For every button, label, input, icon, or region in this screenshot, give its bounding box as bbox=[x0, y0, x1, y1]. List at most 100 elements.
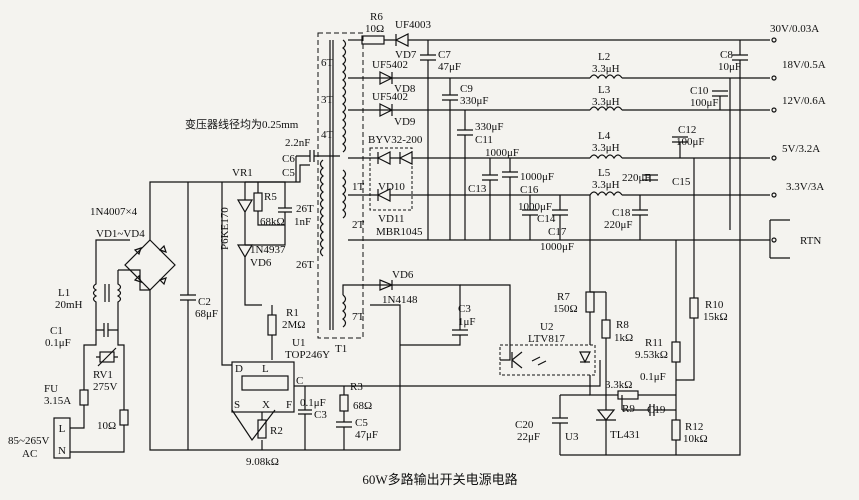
fu-value: 3.15A bbox=[44, 395, 71, 407]
resistor-r2 bbox=[257, 419, 267, 439]
u1-label: U1 bbox=[292, 337, 305, 349]
turns-1t: 1T bbox=[352, 181, 365, 193]
resistor-10ohm bbox=[119, 409, 129, 426]
c10-label: C10 bbox=[690, 85, 709, 97]
resistor-r7 bbox=[585, 291, 595, 313]
c17-label: C17 bbox=[548, 226, 567, 238]
fuse bbox=[79, 389, 89, 406]
turns-primary-1: 26T bbox=[296, 203, 314, 215]
r3-value: 68Ω bbox=[353, 400, 372, 412]
r8-label: R8 bbox=[616, 319, 629, 331]
c3a-label: C3 bbox=[458, 303, 471, 315]
tl431-label: TL431 bbox=[610, 429, 640, 441]
c7-label: C7 bbox=[438, 49, 451, 61]
c1-value: 0.1μF bbox=[45, 337, 71, 349]
c16-value: 1000μF bbox=[520, 171, 554, 183]
turns-2t: 2T bbox=[352, 219, 365, 231]
l1-label: L1 bbox=[58, 287, 70, 299]
vd9-label: VD9 bbox=[394, 116, 416, 128]
l3-value: 3.3μH bbox=[592, 96, 620, 108]
output-30v: 30V/0.03A bbox=[770, 23, 819, 35]
r11-value: 9.53kΩ bbox=[635, 349, 668, 361]
r7-value: 150Ω bbox=[553, 303, 578, 315]
r10-label: R10 bbox=[705, 299, 724, 311]
vd6a-part: 1N4937 bbox=[250, 244, 286, 256]
c15-label: C15 bbox=[672, 176, 691, 188]
c2-label: C2 bbox=[198, 296, 211, 308]
resistor-r12 bbox=[671, 419, 681, 441]
resistor-r5 bbox=[253, 192, 263, 212]
terminal-rtn bbox=[771, 237, 777, 243]
c2-value: 68μF bbox=[195, 308, 218, 320]
c10-value: 100μF bbox=[690, 97, 719, 109]
l4-label: L4 bbox=[598, 130, 611, 142]
u2-part: LTV817 bbox=[528, 333, 565, 345]
terminal-l-label: L bbox=[59, 423, 66, 435]
c11-label: C11 bbox=[475, 134, 493, 146]
pin-l: L bbox=[262, 363, 269, 375]
l5-label: L5 bbox=[598, 167, 611, 179]
c20-label: C20 bbox=[515, 419, 534, 431]
r5-value: 68kΩ bbox=[260, 216, 285, 228]
terminal-5v bbox=[771, 155, 777, 161]
l2-label: L2 bbox=[598, 51, 610, 63]
l1-value: 20mH bbox=[55, 299, 83, 311]
c3b-value: 0.1μF bbox=[300, 397, 326, 409]
turns-4t: 4T bbox=[321, 129, 334, 141]
pin-f: F bbox=[286, 399, 292, 411]
ic-u1 bbox=[231, 361, 295, 413]
r11-label: R11 bbox=[645, 337, 663, 349]
input-ac-label: AC bbox=[22, 448, 37, 460]
fu-label: FU bbox=[44, 383, 58, 395]
terminal-3v3 bbox=[771, 192, 777, 198]
c7-value: 47μF bbox=[438, 61, 461, 73]
r908-label: 9.08kΩ bbox=[246, 456, 279, 468]
pin-d: D bbox=[235, 363, 243, 375]
u3-label: U3 bbox=[565, 431, 579, 443]
ac-input-terminal: L N 85~265V AC bbox=[8, 417, 71, 460]
c19-label: C19 bbox=[647, 404, 666, 416]
optocoupler-u2 bbox=[499, 344, 596, 376]
vr1-label: VR1 bbox=[232, 167, 253, 179]
c14-label: C14 bbox=[537, 213, 556, 225]
c5top-value: 1nF bbox=[294, 216, 311, 228]
turns-primary-2: 26T bbox=[296, 259, 314, 271]
r9-label: R9 bbox=[622, 403, 635, 415]
r3-label: R3 bbox=[350, 381, 363, 393]
c16-label: C16 bbox=[520, 184, 539, 196]
output-5v: 5V/3.2A bbox=[782, 143, 820, 155]
bridge-part-label: 1N4007×4 bbox=[90, 206, 138, 218]
vd6b-label: VD6 bbox=[392, 269, 414, 281]
uf5402a-label: UF5402 bbox=[372, 59, 408, 71]
r9-value: 3.3kΩ bbox=[605, 379, 632, 391]
t1-label: T1 bbox=[335, 343, 347, 355]
c11-value-a: 330μF bbox=[475, 121, 504, 133]
output-3v3: 3.3V/3A bbox=[786, 181, 824, 193]
pin-x: X bbox=[262, 399, 270, 411]
c19-value: 0.1μF bbox=[640, 371, 666, 383]
turns-3t: 3T bbox=[321, 94, 334, 106]
terminal-12v bbox=[771, 107, 777, 113]
resistor-r9 bbox=[617, 390, 639, 400]
transformer-note: 变压器线径均为0.25mm bbox=[185, 117, 299, 131]
byv-label: BYV32-200 bbox=[368, 134, 423, 146]
c11-value-b: 1000μF bbox=[485, 147, 519, 159]
terminal-30v bbox=[771, 37, 777, 43]
vd11-label: VD11 bbox=[378, 213, 404, 225]
c15-value: 220μF bbox=[622, 172, 651, 184]
rv1-value: 275V bbox=[93, 381, 118, 393]
c13-label: C13 bbox=[468, 183, 487, 195]
c3a-value: 1μF bbox=[458, 316, 476, 328]
c17-value: 1000μF bbox=[540, 241, 574, 253]
r7-label: R7 bbox=[557, 291, 570, 303]
c6-label: C6 bbox=[282, 153, 295, 165]
terminal-18v bbox=[771, 75, 777, 81]
diagram-title: 60W多路输出开关电源电路 bbox=[362, 472, 517, 487]
terminal-n-label: N bbox=[58, 445, 66, 457]
rv1-label: RV1 bbox=[93, 369, 113, 381]
r6-label: R6 bbox=[370, 11, 383, 23]
c12-value: 100μF bbox=[676, 136, 705, 148]
c5b-label: C5 bbox=[355, 417, 368, 429]
